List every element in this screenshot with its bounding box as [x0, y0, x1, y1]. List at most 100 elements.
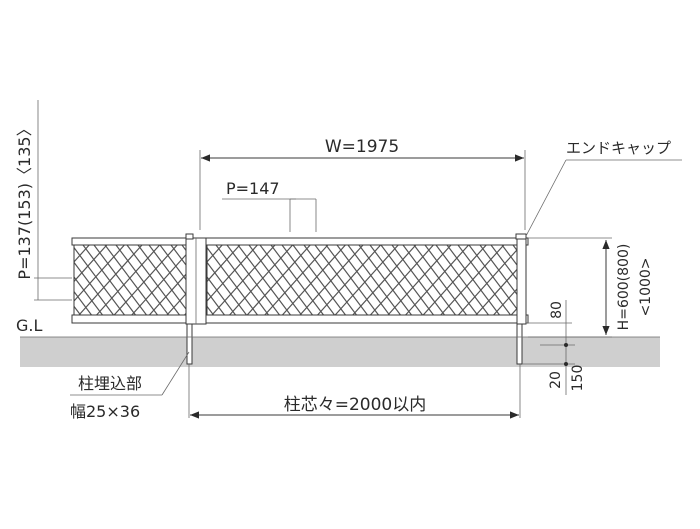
lattice-slat — [303, 245, 357, 315]
lattice-slat — [207, 246, 258, 315]
lattice-slat-cross — [229, 245, 294, 315]
height-alt-label: <1000> — [638, 257, 654, 316]
lattice-slat-cross — [299, 245, 364, 315]
lattice-slat-cross — [387, 245, 452, 315]
embed-dimension: 20 150 — [522, 337, 586, 395]
lattice-slat-cross — [148, 273, 186, 315]
lattice-slat — [501, 245, 517, 267]
lattice-slat — [259, 245, 313, 315]
clearance-dimension: 80 — [526, 300, 572, 337]
lattice-slat — [74, 261, 114, 315]
lattice-slat — [74, 305, 81, 315]
lattice-slat — [347, 245, 401, 315]
lattice-slat-cross — [113, 245, 178, 315]
lattice-slat-cross — [207, 245, 241, 283]
lattice-slat-cross — [207, 245, 223, 263]
lattice-slat — [93, 245, 147, 315]
lattice-slat — [270, 245, 324, 315]
lattice-slat-cross — [475, 268, 517, 315]
top-rail — [71, 237, 529, 246]
lattice-slat — [402, 245, 456, 315]
width-dimension: W=1975 — [199, 137, 526, 230]
lattice-slat — [435, 245, 489, 315]
lattice-slat — [170, 245, 186, 266]
lattice-slat — [148, 245, 186, 296]
end-cap-leader: エンドキャップ — [525, 139, 682, 237]
lattice-slat-cross — [131, 253, 186, 315]
lattice-slat-cross — [264, 245, 329, 315]
lattice-slat-cross — [352, 245, 417, 315]
lattice-slat — [82, 245, 136, 315]
lattice-slat — [159, 245, 186, 281]
bottom-rail — [71, 314, 529, 324]
ground-band — [20, 337, 660, 367]
pitch-top-dimension: P=147 — [222, 179, 317, 232]
lattice-slat — [137, 245, 186, 310]
ground-level-label: G.L — [16, 316, 42, 335]
lattice-slat — [74, 246, 125, 315]
lattice-slat — [292, 245, 346, 315]
width-label: W=1975 — [325, 137, 399, 157]
lattice-slat-cross — [246, 245, 311, 315]
height-dimension: H=600(800) <1000> — [528, 237, 654, 338]
lattice-slat-cross — [74, 245, 125, 302]
clearance-label: 80 — [549, 301, 565, 319]
lattice-slat-cross — [78, 245, 143, 315]
lattice-slat — [358, 245, 412, 315]
lattice-slat-cross — [202, 245, 265, 315]
lattice-slat-cross — [74, 245, 90, 263]
lattice-slat — [215, 245, 269, 315]
lattice-slat-cross — [74, 245, 108, 283]
lattice-slat-cross — [124, 245, 187, 315]
embed-a-label: 20 — [548, 371, 564, 389]
post-spacing-dimension: 柱芯々=2000以内 — [188, 364, 521, 419]
lattice-slat — [207, 276, 236, 315]
lattice-slat-cross — [207, 245, 258, 302]
lattice-slat-cross — [440, 245, 505, 315]
lattice-slat — [128, 245, 181, 315]
post-center — [185, 237, 207, 365]
post-embed-callout: 柱埋込部 幅25×36 — [70, 351, 190, 421]
lattice-slat — [446, 245, 500, 315]
lattice-slat — [468, 245, 517, 311]
lattice-slat-cross — [317, 245, 382, 315]
lattice-slat-cross — [405, 245, 470, 315]
lattice-slat — [314, 245, 368, 315]
lattice-slat — [226, 245, 280, 315]
pitch-side-dimension: P=137(153)〈135〉 — [15, 100, 72, 301]
lattice-slat — [380, 245, 434, 315]
lattice-slat-cross — [493, 288, 517, 315]
end-cap-left — [185, 233, 194, 240]
lattice-panel-main — [117, 244, 518, 316]
embed-b-label: 150 — [570, 365, 586, 392]
lattice-slat — [74, 276, 103, 315]
lattice-slat — [74, 290, 92, 315]
post-spacing-label: 柱芯々=2000以内 — [284, 395, 427, 415]
lattice-slat-cross — [211, 245, 276, 315]
ground-level: G.L — [16, 316, 660, 338]
lattice-slat-cross — [369, 245, 434, 315]
post-embed-label-1: 柱埋込部 — [78, 374, 142, 393]
lattice-slat-cross — [457, 248, 517, 315]
lattice-slat — [207, 261, 247, 315]
lattice-slat — [126, 245, 180, 315]
lattice-slat — [369, 245, 423, 315]
lattice-slat — [281, 245, 335, 315]
lattice-slat — [391, 245, 445, 315]
lattice-slat — [117, 245, 170, 315]
lattice-slat — [457, 245, 511, 315]
lattice-slat-cross — [166, 292, 186, 315]
lattice-slat-cross — [422, 245, 487, 315]
pitch-top-label: P=147 — [226, 179, 280, 198]
end-cap-label: エンドキャップ — [566, 139, 671, 157]
height-label: H=600(800) — [616, 244, 632, 331]
lattice-slat — [139, 245, 192, 315]
lattice-slat-cross — [281, 245, 346, 315]
lattice-slat-cross — [334, 245, 399, 315]
pitch-side-label: P=137(153)〈135〉 — [15, 120, 34, 279]
lattice-slat — [207, 290, 225, 315]
lattice-slat-cross — [96, 245, 161, 315]
lattice-slat — [479, 245, 517, 296]
